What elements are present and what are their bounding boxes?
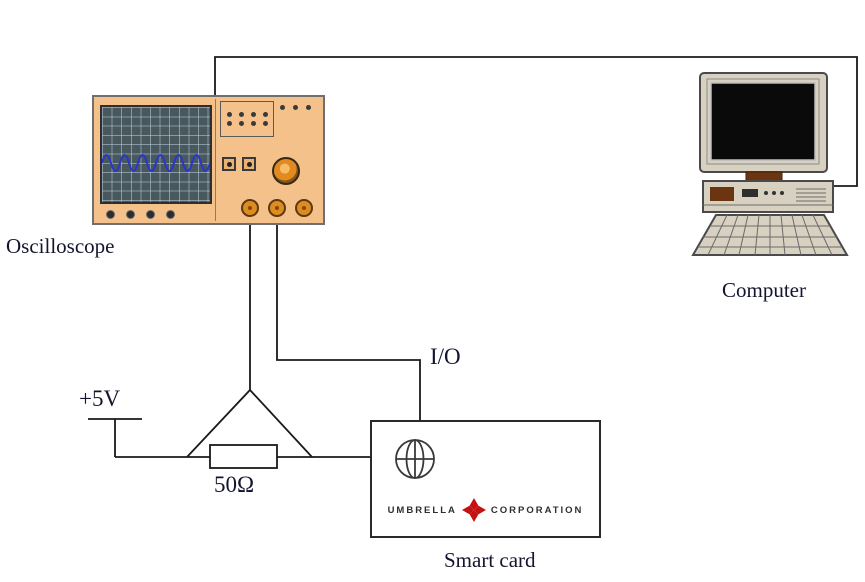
screen-knob-4-icon — [166, 210, 175, 219]
bnc-connector-3-icon — [295, 199, 313, 217]
turbo-button — [780, 191, 784, 195]
wire-scope-to-computer — [214, 56, 858, 187]
wires — [88, 56, 858, 469]
mini-knob-icon — [262, 121, 268, 126]
aux-knob-row — [280, 105, 311, 110]
computer-drawing — [691, 72, 849, 256]
smart-card: UMBRELLA CORPORATION — [370, 420, 601, 538]
bnc-connector-1-icon — [241, 199, 259, 217]
waveform-icon — [102, 154, 210, 172]
mini-knob-icon — [280, 105, 285, 110]
umbrella-logo: UMBRELLA CORPORATION — [372, 498, 599, 522]
oscilloscope — [92, 95, 325, 225]
umbrella-cross-icon — [461, 498, 486, 522]
monitor-bezel — [706, 78, 820, 165]
square-button-1 — [222, 157, 236, 171]
panel-divider — [215, 99, 216, 221]
keyboard-keys — [698, 214, 842, 256]
mini-knob-icon — [293, 105, 298, 110]
mini-knob-icon — [226, 112, 232, 117]
screen-knob-3-icon — [146, 210, 155, 219]
mini-knob-icon — [250, 112, 256, 117]
mini-knob-icon — [226, 121, 232, 126]
oscilloscope-label: Oscilloscope — [6, 234, 115, 258]
rotary-knob-icon — [272, 157, 300, 185]
wire-io — [276, 224, 421, 420]
mini-knob-icon — [250, 121, 256, 126]
wire-probe-triangle — [186, 388, 313, 458]
smart-card-chip-icon — [395, 439, 435, 479]
brand-text-left: UMBRELLA — [387, 504, 457, 516]
brand-text-right: CORPORATION — [490, 504, 584, 516]
monitor-screen — [710, 82, 816, 161]
oscilloscope-screen — [100, 105, 212, 204]
supply-voltage-label: +5V — [79, 386, 121, 411]
smart-card-label: Smart card — [444, 548, 536, 572]
monitor-stand — [745, 171, 783, 182]
computer-label: Computer — [722, 278, 806, 302]
power-button — [764, 191, 768, 195]
screen-knob-1-icon — [106, 210, 115, 219]
square-button-2 — [242, 157, 256, 171]
mini-knob-icon — [238, 112, 244, 117]
mini-knob-icon — [306, 105, 311, 110]
screen-knob-2-icon — [126, 210, 135, 219]
reset-button — [772, 191, 776, 195]
control-subpanel — [220, 101, 274, 137]
mini-knob-icon — [262, 112, 268, 117]
resistor-body — [209, 444, 278, 469]
front-display — [742, 189, 758, 197]
drive-bay — [710, 187, 734, 201]
case-vents — [703, 188, 833, 206]
io-label: I/O — [430, 344, 461, 369]
mini-knob-icon — [238, 121, 244, 126]
bnc-connector-2-icon — [268, 199, 286, 217]
resistor-value-label: 50Ω — [214, 472, 255, 497]
